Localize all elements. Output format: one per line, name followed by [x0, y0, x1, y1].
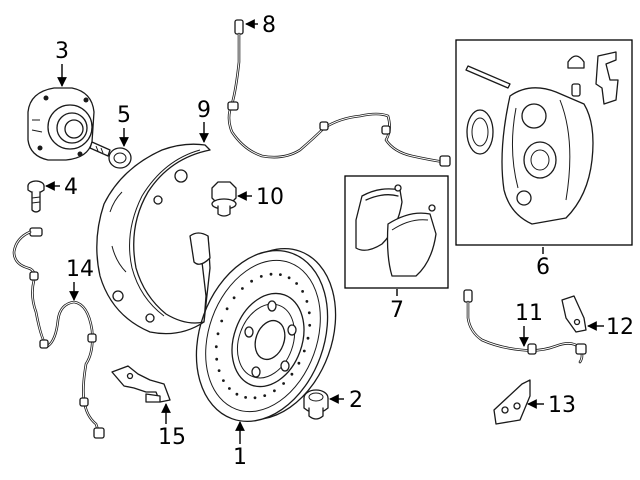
callout-12: 12	[606, 315, 634, 340]
rotor-vent-hole	[295, 282, 298, 285]
rotor-vent-hole	[220, 319, 224, 323]
brake-pads-part	[344, 175, 449, 289]
bracket-13-part	[493, 379, 531, 425]
rotor-vent-hole	[307, 311, 311, 315]
callout-1: 1	[233, 445, 247, 470]
rotor-vent-hole	[263, 394, 267, 397]
rotor-vent-hole	[253, 396, 257, 400]
abs-sensor-wire-part	[463, 289, 587, 364]
callout-3: 3	[55, 39, 69, 64]
rotor-vent-hole	[222, 379, 225, 382]
rotor-vent-hole	[301, 290, 304, 293]
rotor-vent-hole	[297, 361, 301, 365]
callout-5: 5	[117, 103, 131, 128]
rotor-vent-hole	[259, 275, 263, 278]
rotor-vent-hole	[244, 396, 248, 399]
rotor-vent-hole	[273, 389, 276, 393]
callout-10: 10	[256, 185, 284, 210]
dust-shield-part	[96, 143, 211, 335]
rotor-vent-hole	[282, 382, 285, 385]
rotor-vent-hole	[290, 372, 294, 376]
callout-7: 7	[390, 298, 404, 323]
callout-13: 13	[548, 393, 576, 418]
callout-6: 6	[536, 255, 550, 280]
rotor-vent-hole	[269, 272, 273, 276]
hub-bolt-part	[89, 141, 132, 169]
shield-bolt-part	[211, 181, 237, 217]
rotor-vent-hole	[217, 369, 221, 372]
callout-labels: 1 2 3 4 5 6 7 8 9 10 11 12 13 14 15	[55, 13, 634, 470]
rotor-vent-hole	[215, 357, 219, 361]
bracket-12-part	[561, 295, 587, 333]
rotor-vent-hole	[241, 287, 244, 290]
wear-sensor-part	[227, 19, 451, 167]
wheel-hub-part	[27, 87, 95, 161]
leader-lines	[45, 19, 604, 444]
callout-14: 14	[66, 257, 94, 282]
clip-bracket-part	[111, 365, 171, 403]
rotor-vent-hole	[250, 279, 254, 283]
rotor-vent-hole	[287, 276, 291, 280]
rotor-vent-hole	[225, 307, 229, 311]
left-sensor-wire-part	[12, 227, 105, 439]
rotor-vent-hole	[302, 349, 306, 353]
rotor-vent-hole	[214, 345, 218, 349]
rotor-vent-hole	[232, 296, 236, 300]
rotor-vent-hole	[228, 387, 231, 390]
callout-9: 9	[197, 98, 211, 123]
brake-rotor-part	[195, 247, 337, 423]
rotor-vent-hole	[306, 336, 310, 340]
callout-4: 4	[64, 175, 78, 200]
rotor-vent-hole	[279, 273, 282, 276]
bolt-plug-part	[303, 389, 329, 420]
callout-15: 15	[158, 425, 186, 450]
small-bolt-part	[27, 180, 45, 213]
callout-11: 11	[515, 301, 543, 326]
rotor-vent-hole	[235, 392, 239, 396]
caliper-part	[455, 39, 633, 246]
rotor-vent-hole	[216, 332, 220, 336]
rotor-vent-hole	[305, 300, 309, 303]
callout-2: 2	[349, 388, 363, 413]
callout-8: 8	[262, 13, 276, 38]
rotor-vent-hole	[308, 323, 312, 327]
